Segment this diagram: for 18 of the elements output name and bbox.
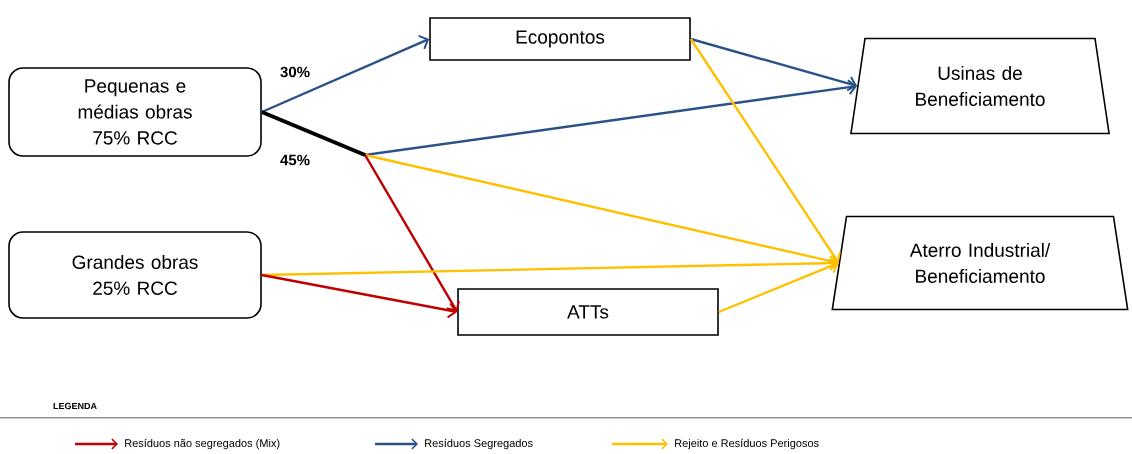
arrow (690, 37, 858, 92)
trapezoid-box: Aterro Industrial/ Beneficiamento (831, 215, 1129, 311)
process-box: Ecopontos (429, 17, 691, 61)
trapezoid-box: Usinas de Beneficiamento (850, 37, 1110, 135)
arrow (261, 273, 458, 319)
legend-text: Resíduos não segregados (Mix) (125, 438, 280, 450)
percentage-label: 45% (280, 154, 310, 166)
rounded-box: Pequenas e médias obras 75% RCC (8, 67, 262, 157)
legend-text: Resíduos Segregados (425, 438, 533, 450)
rounded-box: Grandes obras 25% RCC (8, 231, 262, 319)
legend-heading: LEGENDA (53, 402, 97, 410)
arrow (689, 38, 841, 263)
legend-text: Rejeito e Resíduos Perigosos (675, 438, 819, 450)
edge-label: 30% (280, 66, 310, 78)
trunk-line (261, 110, 366, 157)
process-box: ATTs (457, 288, 719, 336)
arrow (261, 34, 430, 114)
arrow (718, 258, 839, 314)
